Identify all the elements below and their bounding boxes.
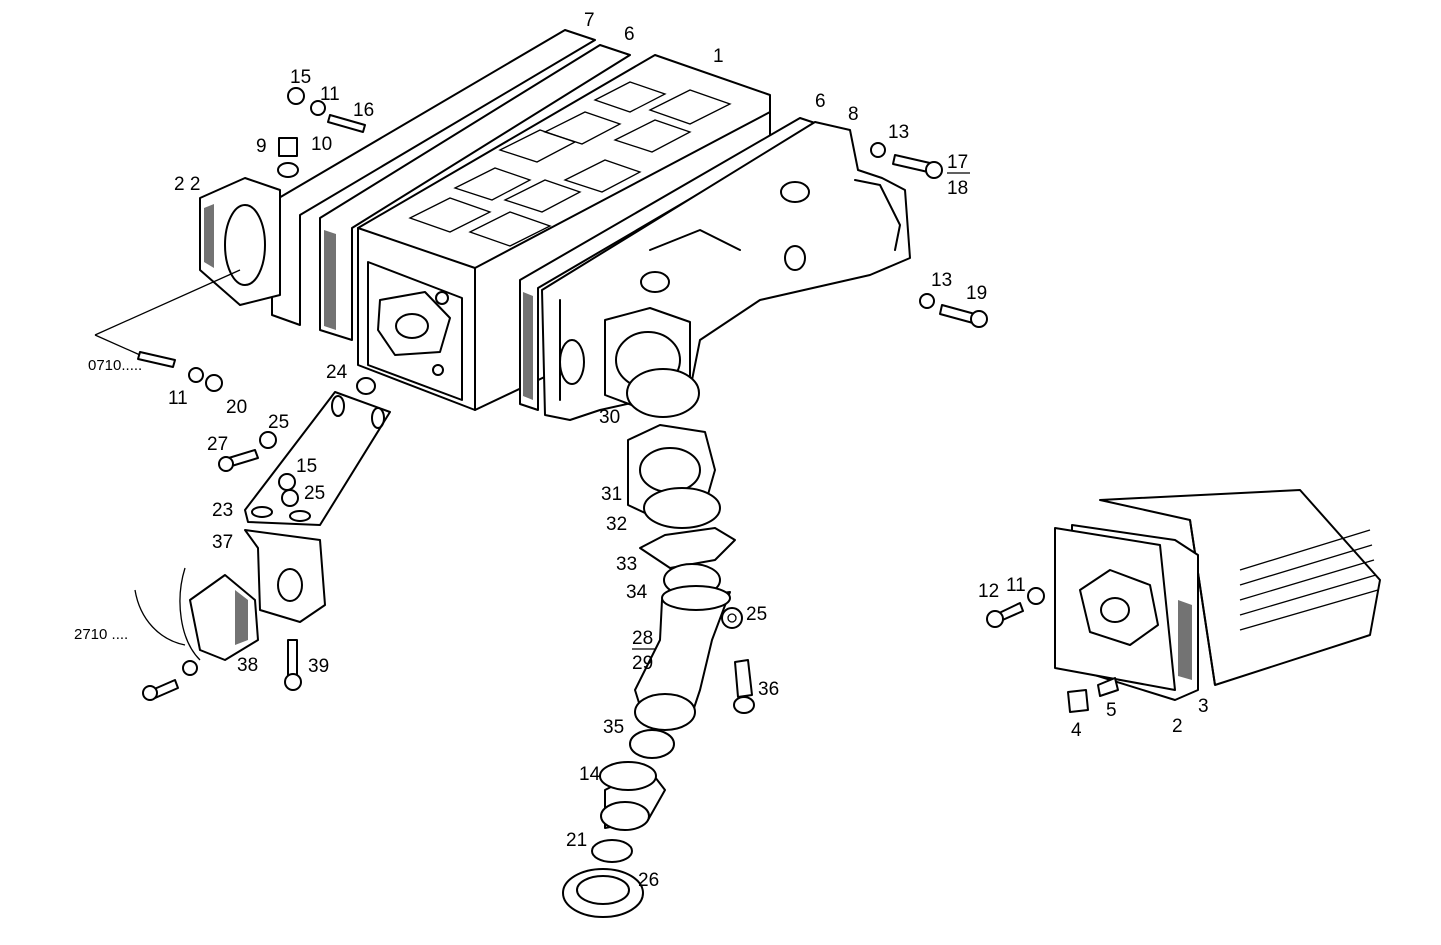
bolt-36	[734, 659, 753, 698]
callout-37: 37	[212, 532, 233, 553]
callout-23: 23	[212, 500, 233, 521]
callout-6-right: 6	[815, 91, 826, 112]
callout-8: 8	[848, 104, 859, 125]
fasteners	[94, 87, 988, 701]
reference-2710: 2710 ....	[74, 626, 128, 643]
callout-27: 27	[207, 434, 228, 455]
spacer-24	[356, 377, 376, 395]
callout-16: 16	[353, 100, 374, 121]
callout-14: 14	[579, 764, 601, 785]
callout-1: 1	[713, 46, 724, 67]
part-callouts: 1 2 3 4 5 6 6 7 8 9 10 11 11 11 12 13 13…	[74, 10, 1209, 891]
callout-25-a: 25	[268, 412, 289, 433]
callout-39: 39	[308, 656, 329, 677]
callout-24: 24	[326, 362, 348, 383]
callout-13-top: 13	[888, 122, 909, 143]
callout-5: 5	[1106, 700, 1117, 721]
callout-22: 2 2	[174, 174, 200, 195]
callout-38: 38	[237, 655, 258, 676]
callout-17: 17	[947, 152, 968, 173]
brackets	[134, 377, 391, 661]
callout-29: 29	[632, 653, 653, 674]
callout-2: 2	[1172, 716, 1183, 737]
callout-32: 32	[606, 514, 627, 535]
detail-fins	[1239, 529, 1379, 631]
callout-33: 33	[616, 554, 637, 575]
callout-35: 35	[603, 717, 624, 738]
callout-25-c: 25	[746, 604, 767, 625]
right-manifold	[519, 117, 911, 421]
bracket-23	[244, 391, 391, 526]
callout-34: 34	[626, 582, 648, 603]
callout-25-b: 25	[304, 483, 325, 504]
callout-15-top: 15	[290, 67, 311, 88]
callout-36: 36	[758, 679, 779, 700]
callout-11-detail: 11	[1006, 575, 1026, 596]
callout-10: 10	[311, 134, 332, 155]
callout-6-left: 6	[624, 24, 635, 45]
callout-18: 18	[947, 178, 968, 199]
o-ring-30	[626, 368, 700, 418]
callout-19: 19	[966, 283, 987, 304]
hose-connection-stack	[562, 368, 755, 918]
flange-33	[639, 527, 736, 569]
gasket-32	[643, 487, 721, 529]
callout-28: 28	[632, 628, 653, 649]
callout-30: 30	[599, 407, 620, 428]
callout-3: 3	[1198, 696, 1209, 717]
bracket-37	[244, 529, 326, 623]
reference-0710: 0710.....	[88, 357, 142, 374]
callout-12: 12	[978, 581, 999, 602]
washer-25	[721, 607, 743, 629]
callout-20: 20	[226, 397, 247, 418]
callout-15-mid: 15	[296, 456, 317, 477]
clamp-35	[629, 729, 675, 759]
callout-11-top: 11	[320, 84, 340, 105]
intake-manifold-body	[199, 29, 771, 411]
callout-21: 21	[566, 830, 587, 851]
block-top-openings	[408, 81, 732, 247]
callout-13-lower: 13	[931, 270, 952, 291]
callout-11-left: 11	[168, 388, 188, 409]
end-cover-detail	[986, 489, 1381, 713]
callout-9: 9	[256, 136, 267, 157]
o-ring-21	[591, 839, 633, 863]
callout-7: 7	[584, 10, 595, 31]
callout-26: 26	[638, 870, 659, 891]
callout-4: 4	[1071, 720, 1082, 741]
callout-31: 31	[601, 484, 622, 505]
